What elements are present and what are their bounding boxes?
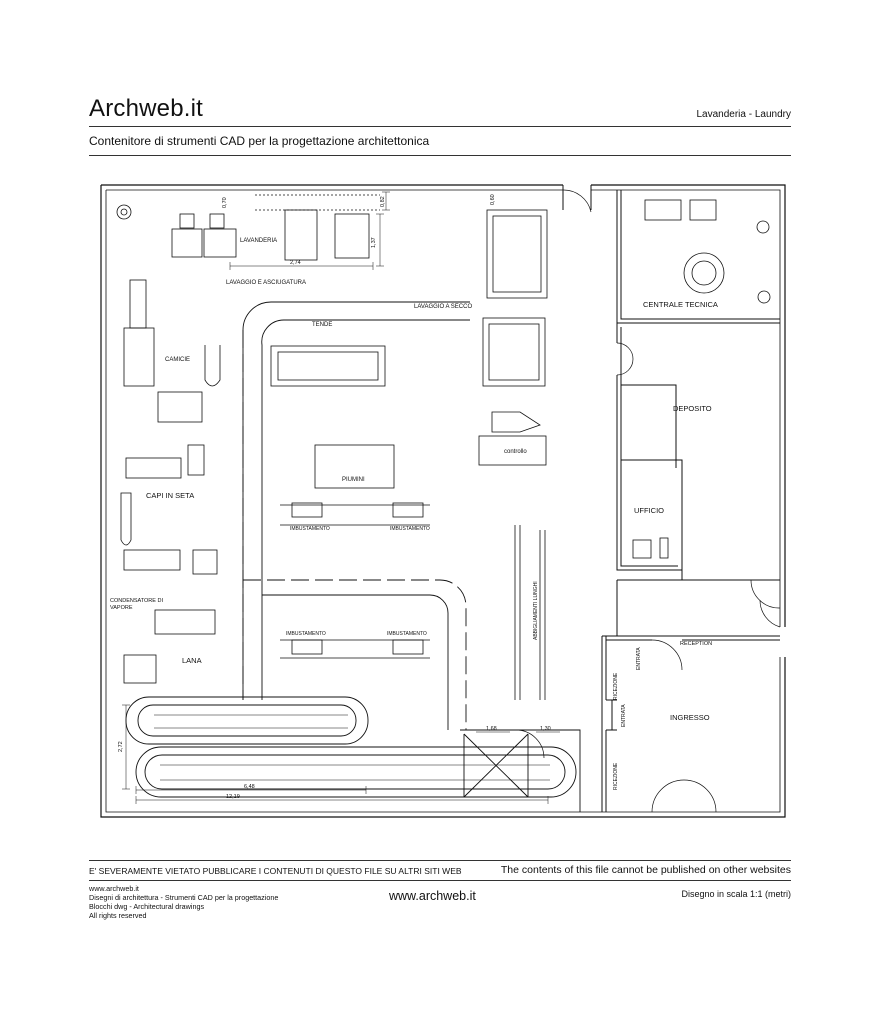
footer-url[interactable]: www.archweb.it xyxy=(389,889,476,903)
dim-272: 2,72 xyxy=(118,741,124,752)
label-condensatore-1: CONDENSATORE DI xyxy=(110,598,163,604)
label-entrata-1: ENTRATA xyxy=(636,647,642,670)
dim-070: 0,70 xyxy=(222,197,228,208)
label-centrale-tecnica: CENTRALE TECNICA xyxy=(643,300,718,309)
warning-english: The contents of this file cannot be publ… xyxy=(500,864,791,876)
label-imbustamento-1: IMBUSTAMENTO xyxy=(290,526,330,532)
label-ricezione-1: RICEZIONE xyxy=(613,672,619,700)
footer-credit-line: All rights reserved xyxy=(89,911,147,920)
label-controllo: controllo xyxy=(504,449,527,455)
label-lana: LANA xyxy=(182,656,202,665)
label-deposito: DEPOSITO xyxy=(673,404,712,413)
footer-credit-line: www.archweb.it xyxy=(89,884,139,893)
doors xyxy=(515,189,781,813)
dim-648: 6,48 xyxy=(244,784,255,790)
interior-walls xyxy=(601,190,780,812)
footer-divider-top xyxy=(89,860,791,861)
bottom-conveyors xyxy=(125,696,581,812)
dim-137: 1,37 xyxy=(371,237,377,248)
subtitle: Contenitore di strumenti CAD per la prog… xyxy=(89,134,430,148)
dim-168: 1,68 xyxy=(486,726,497,732)
label-tende: TENDE xyxy=(312,322,332,328)
dim-060: 0,60 xyxy=(490,194,496,205)
dim-082: 0,82 xyxy=(380,196,386,207)
dimension-labels: 0,70 0,82 2,74 1,37 0,60 2,72 6,48 12,19… xyxy=(118,194,551,800)
dimension-lines xyxy=(122,191,560,804)
footer-credit-line: Blocchi dwg - Architectural drawings xyxy=(89,902,205,911)
drawing-scale: Disegno in scala 1:1 (metri) xyxy=(681,889,791,899)
label-imbustamento-4: IMBUSTAMENTO xyxy=(387,631,427,637)
label-ingresso: INGRESSO xyxy=(670,713,710,722)
label-condensatore-2: VAPORE xyxy=(110,605,133,611)
outer-walls xyxy=(100,184,786,818)
label-capi-seta: CAPI IN SETA xyxy=(146,491,194,500)
footer-credits: www.archweb.it Disegni di architettura -… xyxy=(89,884,278,920)
label-lavanderia: LAVANDERIA xyxy=(240,238,277,244)
dim-274: 2,74 xyxy=(290,260,301,266)
subtitle-divider xyxy=(89,155,791,156)
warning-italian: E' SEVERAMENTE VIETATO PUBBLICARE I CONT… xyxy=(89,866,462,876)
label-piumini: PIUMINI xyxy=(342,477,365,483)
header-divider xyxy=(89,126,791,127)
plan-labels: LAVANDERIA LAVAGGIO E ASCIUGATURA LAVAGG… xyxy=(110,238,718,790)
dim-130: 1,30 xyxy=(540,726,551,732)
long-garments-rack xyxy=(514,525,546,700)
footer-credit-line: Disegni di architettura - Strumenti CAD … xyxy=(89,893,279,902)
label-lavaggio-secco: LAVAGGIO A SECCO xyxy=(414,304,472,310)
equipment xyxy=(116,194,771,684)
label-ufficio: UFFICIO xyxy=(634,506,664,515)
label-lavaggio-asciugatura: LAVAGGIO E ASCIUGATURA xyxy=(226,280,306,286)
label-camicie: CAMICIE xyxy=(165,357,190,363)
label-abbigliamenti-lunghi: ABBIGLIAMENTI LUNGHI xyxy=(533,581,539,640)
label-entrata-2: ENTRATA xyxy=(621,704,627,727)
label-ricezione-2: RICEZIONE xyxy=(613,762,619,790)
brand-title: Archweb.it xyxy=(89,95,204,122)
label-imbustamento-3: IMBUSTAMENTO xyxy=(286,631,326,637)
label-reception: RECEPTION xyxy=(680,641,712,647)
dim-1219: 12,19 xyxy=(226,794,240,800)
drawing-subject: Lavanderia - Laundry xyxy=(696,109,791,120)
conveyor-track xyxy=(242,301,470,730)
floor-plan: LAVANDERIA LAVAGGIO E ASCIUGATURA LAVAGG… xyxy=(100,184,786,818)
label-imbustamento-2: IMBUSTAMENTO xyxy=(390,526,430,532)
footer-divider xyxy=(89,880,791,881)
